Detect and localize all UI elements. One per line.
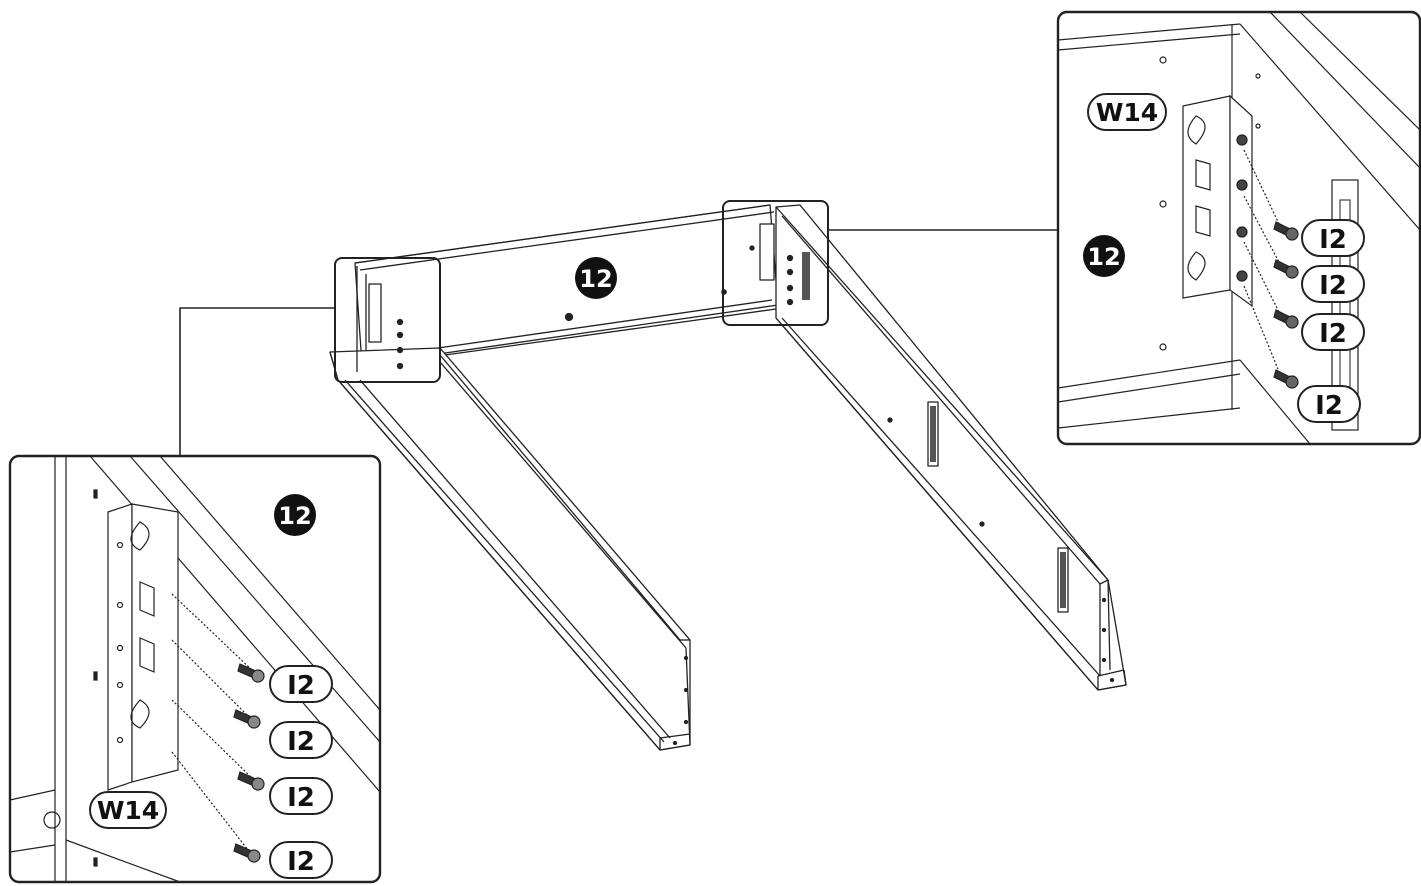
left-screw-label: I2 [287,783,315,813]
right-bracket-label: W14 [1096,98,1158,127]
left-screw-callout: I2 [269,777,333,815]
main-frame [179,200,1127,751]
left-screw-label: I2 [287,727,315,757]
right-screw-callout: I2 [1301,265,1365,303]
back-rail-panel [354,204,779,366]
screw-icon [1273,309,1299,329]
right-screw-callout: I2 [1301,219,1365,257]
left-screw-callout: I2 [269,721,333,759]
right-detail-inset: 12 W14 I2 I2 I2 I2 [1056,10,1421,446]
left-part-label: 12 [278,502,311,530]
right-screw-callout: I2 [1301,313,1365,351]
left-leader-line [179,307,335,458]
right-side-rail [775,204,1127,691]
right-screw-label: I2 [1315,391,1343,421]
right-corner-highlight [722,200,829,326]
left-screw-label: I2 [287,671,315,701]
right-part-label: 12 [1087,243,1120,271]
left-side-rail [329,347,691,751]
left-bracket-label: W14 [97,796,159,825]
right-bracket-callout: W14 [1087,93,1167,131]
screw-icon [1273,221,1299,241]
left-screw-label: I2 [287,847,315,877]
screw-icon [237,771,265,791]
right-screw-label: I2 [1319,225,1347,255]
screw-icon [233,709,261,729]
screw-icon [237,663,265,683]
screw-icon [233,843,261,863]
main-part-label: 12 [579,265,612,293]
screw-icon [1273,369,1299,389]
left-corner-highlight [334,257,441,383]
left-detail-inset: 12 W14 I2 I2 I2 I2 [8,454,382,884]
left-part-badge: 12 [274,494,316,536]
right-screw-label: I2 [1319,271,1347,301]
right-screw-callout: I2 [1297,385,1361,423]
screw-icon [1273,259,1299,279]
left-bracket-callout: W14 [89,791,167,829]
left-screw-callout: I2 [269,841,333,879]
left-screw-callout: I2 [269,665,333,703]
right-part-badge: 12 [1083,235,1125,277]
main-part-badge: 12 [575,257,617,299]
right-screw-label: I2 [1319,319,1347,349]
